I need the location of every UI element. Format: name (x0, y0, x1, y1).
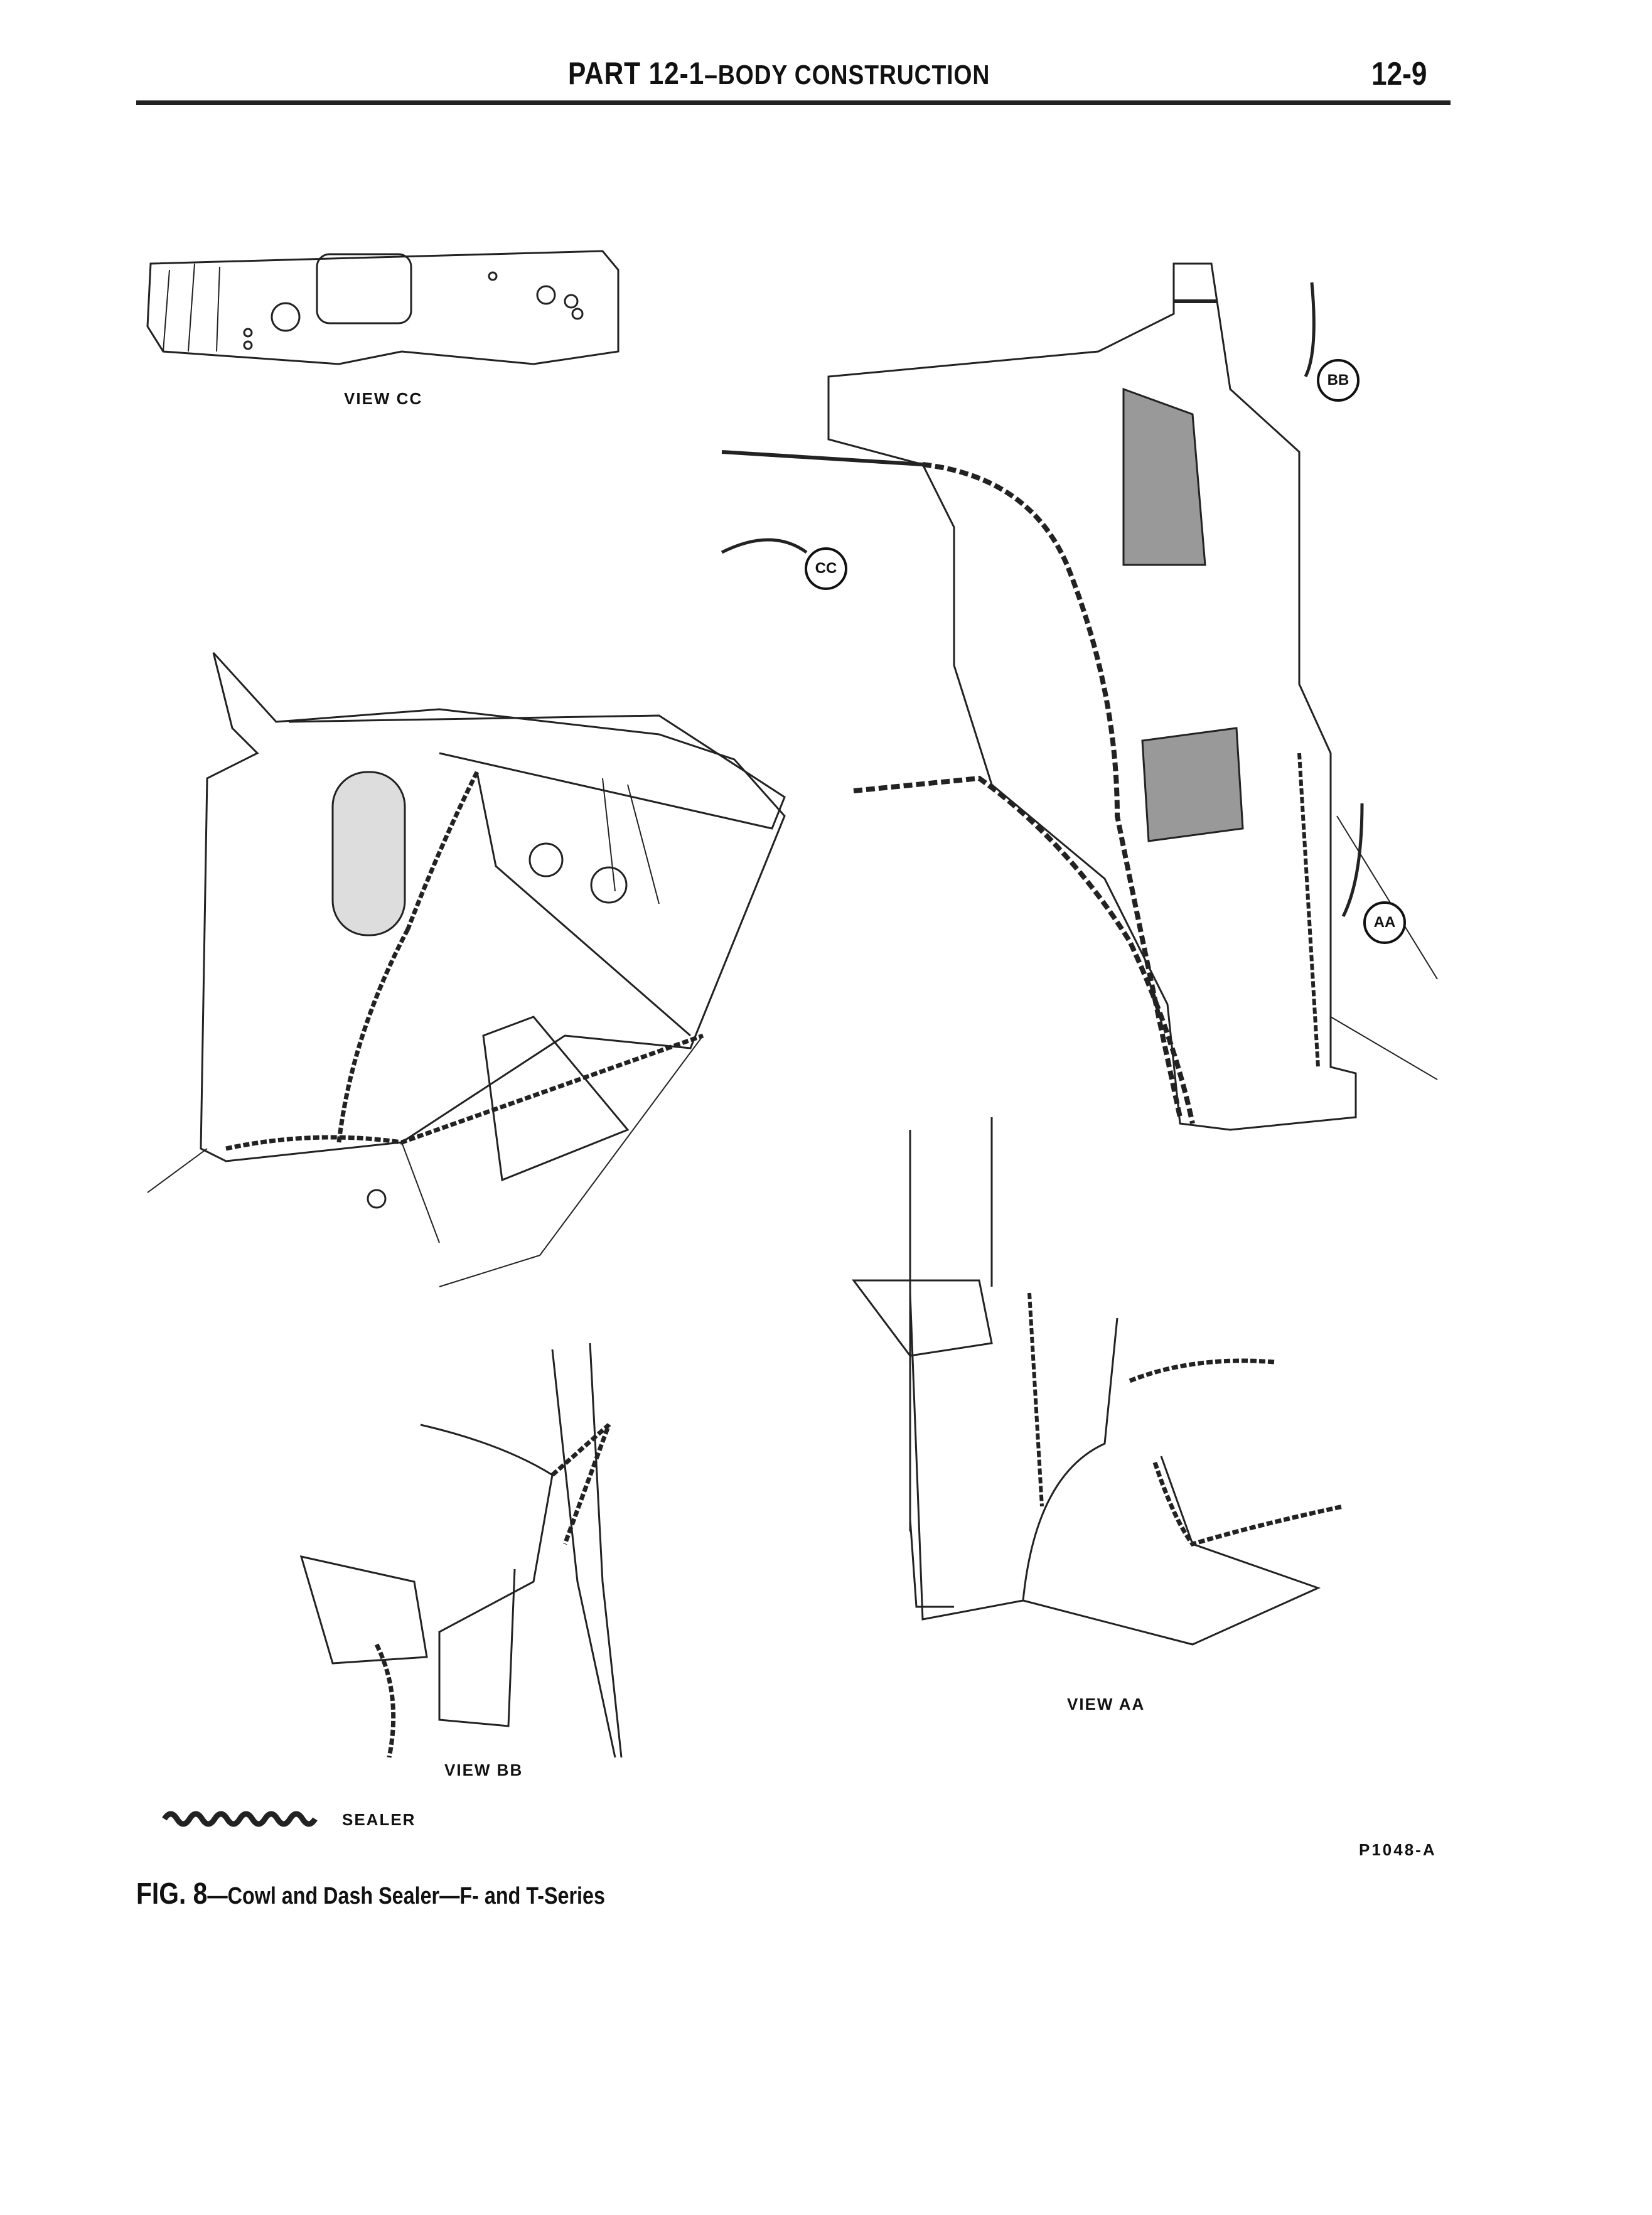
header-section: BODY CONSTRUCTION (717, 60, 990, 90)
page-number: 12-9 (1371, 56, 1427, 92)
view-cc-drawing (146, 250, 620, 365)
callout-bb: BB (1317, 359, 1360, 402)
arrow-bb (1304, 282, 1316, 378)
view-bb-label: VIEW BB (444, 1761, 523, 1779)
callout-cc: CC (805, 547, 847, 590)
sealer-legend-icon (162, 1811, 318, 1827)
page-header: PART 12-1–BODY CONSTRUCTION 12-9 (0, 55, 1652, 99)
cowl-interior-drawing (147, 652, 786, 1287)
view-bb-drawing (299, 1343, 623, 1758)
figure-code: P1048-A (1359, 1840, 1437, 1859)
header-part: PART 12-1 (568, 56, 705, 91)
figure-caption: FIG. 8—Cowl and Dash Sealer—F- and T-Ser… (136, 1877, 605, 1911)
figure-number: FIG. 8 (136, 1877, 208, 1911)
header-rule (136, 100, 1451, 105)
cowl-side-drawing (721, 262, 1438, 1131)
legend-sealer-label: SEALER (342, 1810, 416, 1829)
view-cc-label: VIEW CC (344, 389, 423, 408)
view-aa-label: VIEW AA (1067, 1695, 1145, 1714)
callout-aa: AA (1363, 901, 1406, 944)
arrow-cc (721, 538, 808, 554)
arrow-aa (1341, 803, 1364, 918)
header-title: PART 12-1–BODY CONSTRUCTION (568, 56, 990, 91)
figure-caption-text: —Cowl and Dash Sealer—F- and T-Series (207, 1883, 605, 1909)
view-aa-drawing (852, 1117, 1344, 1646)
